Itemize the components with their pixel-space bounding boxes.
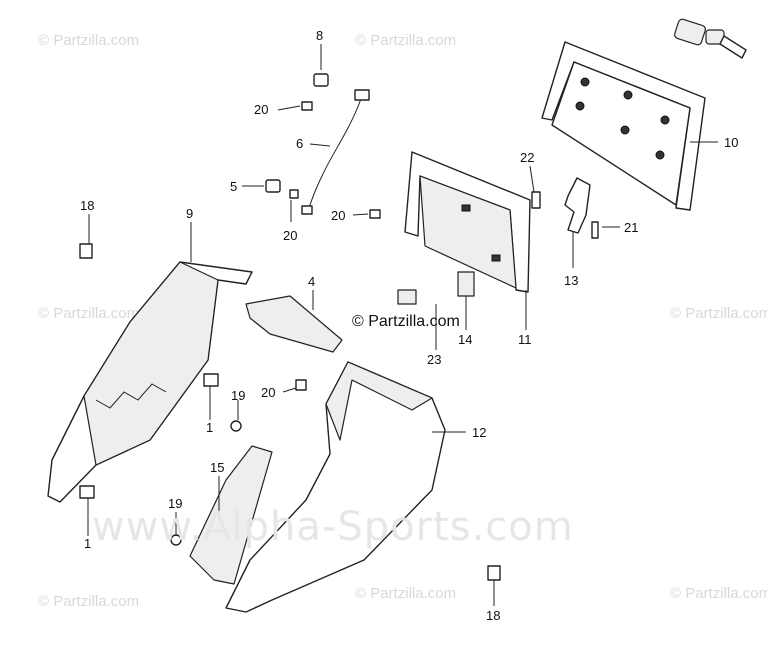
part-13-stay-clip[interactable] [564, 177, 591, 234]
part-6-cable[interactable] [301, 89, 370, 215]
part-20-screw[interactable] [295, 379, 307, 391]
part-1-clip[interactable] [203, 373, 219, 387]
callout-18: 18 [486, 608, 500, 623]
leader-lines [87, 44, 718, 606]
part-11-rear-bracket[interactable] [404, 151, 531, 293]
callout-23: 23 [427, 352, 441, 367]
part-5-clip[interactable] [265, 179, 281, 193]
watermark-partzilla: © Partzilla.com [38, 593, 139, 610]
callout-20: 20 [261, 385, 275, 400]
part-22-bolt[interactable] [531, 191, 541, 209]
callout-20: 20 [254, 102, 268, 117]
callout-21: 21 [624, 220, 638, 235]
watermark-partzilla: © Partzilla.com [670, 585, 768, 602]
part-23-clip[interactable] [397, 289, 417, 305]
watermark-partzilla-center: © Partzilla.com [352, 313, 460, 330]
callout-1: 1 [206, 420, 213, 435]
callout-6: 6 [296, 136, 303, 151]
part-1-clip[interactable] [79, 485, 95, 499]
watermark-partzilla: © Partzilla.com [670, 305, 768, 322]
watermark-partzilla: © Partzilla.com [38, 32, 139, 49]
part-12-rear-cowl[interactable] [225, 361, 446, 613]
callout-11: 11 [518, 332, 532, 347]
callout-13: 13 [564, 273, 578, 288]
part-14-plate[interactable] [457, 271, 475, 297]
part-9-side-cover[interactable] [47, 261, 253, 503]
part-20-screw[interactable] [369, 209, 381, 219]
callout-19: 19 [231, 388, 245, 403]
callout-18: 18 [80, 198, 94, 213]
part-8-clip[interactable] [313, 73, 329, 87]
part-18-bolt[interactable] [487, 565, 501, 581]
part-18-bolt[interactable] [79, 243, 93, 259]
part-10-carrier-frame[interactable] [541, 41, 706, 211]
part-20-screw[interactable] [301, 101, 313, 111]
watermark-alpha-sports: www.Alpha-Sports.com [92, 504, 574, 550]
watermark-layer: © Partzilla.com © Partzilla.com © Partzi… [38, 32, 768, 610]
callout-14: 14 [458, 332, 472, 347]
callout-9: 9 [186, 206, 193, 221]
key-lock-set[interactable] [674, 18, 747, 59]
watermark-partzilla: © Partzilla.com [355, 32, 456, 49]
part-19-nut[interactable] [230, 420, 242, 432]
callout-22: 22 [520, 150, 534, 165]
watermark-partzilla: © Partzilla.com [38, 305, 139, 322]
callout-12: 12 [472, 425, 486, 440]
part-20-screw[interactable] [289, 189, 299, 199]
part-21-pin[interactable] [591, 221, 599, 239]
callout-8: 8 [316, 28, 323, 43]
watermark-partzilla: © Partzilla.com [355, 585, 456, 602]
callout-15: 15 [210, 460, 224, 475]
callout-1: 1 [84, 536, 91, 551]
callout-20: 20 [331, 208, 345, 223]
callout-5: 5 [230, 179, 237, 194]
part-15-strip[interactable] [189, 445, 273, 585]
part-4-plate[interactable] [245, 295, 343, 353]
callout-19: 19 [168, 496, 182, 511]
callout-10: 10 [724, 135, 738, 150]
callout-20: 20 [283, 228, 297, 243]
callout-4: 4 [308, 274, 315, 289]
callout-labels: 8 20 6 5 20 20 22 10 21 13 18 9 4 11 14 … [80, 28, 738, 623]
fastener-set [79, 73, 599, 581]
